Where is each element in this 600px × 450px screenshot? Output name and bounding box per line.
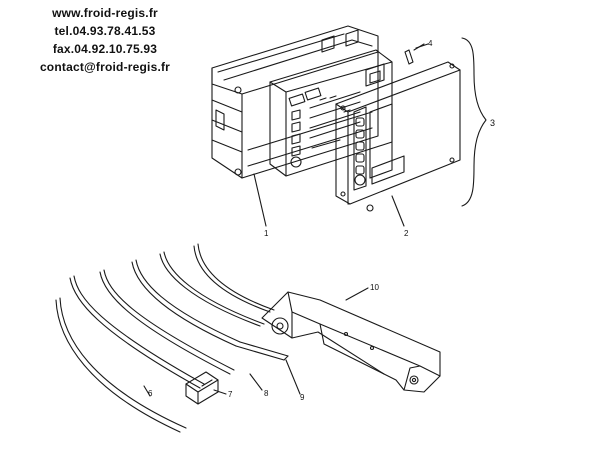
callout-1: 1: [264, 229, 269, 238]
contact-website: www.froid-regis.fr: [52, 6, 158, 20]
leader-2: [391, 195, 405, 227]
connector-plug: [185, 371, 219, 405]
leader-8: [249, 373, 263, 391]
contact-tel: tel.04.93.78.41.53: [54, 24, 156, 38]
contact-email: contact@froid-regis.fr: [39, 60, 171, 74]
small-pin: [404, 43, 425, 65]
leader-7: [213, 389, 227, 395]
callout-2: 2: [404, 229, 409, 238]
mounting-bracket: [261, 291, 441, 393]
callout-8: 8: [264, 389, 269, 398]
callout-4: 4: [428, 39, 433, 48]
callout-10: 10: [370, 283, 379, 292]
leader-9: [285, 359, 301, 395]
contact-fax: fax.04.92.10.75.93: [52, 42, 158, 56]
cables: [55, 243, 289, 433]
housing-box: [211, 25, 379, 179]
leader-4: [415, 43, 429, 49]
circuit-board: [269, 49, 393, 177]
callout-9: 9: [300, 393, 305, 402]
callout-3: 3: [490, 118, 495, 128]
leader-10: [345, 287, 369, 301]
callout-6: 6: [148, 389, 153, 398]
front-panel: [335, 61, 461, 212]
leader-1: [253, 173, 267, 227]
group-brace: [461, 37, 487, 207]
callout-7: 7: [228, 390, 233, 399]
leader-6: [143, 385, 151, 397]
